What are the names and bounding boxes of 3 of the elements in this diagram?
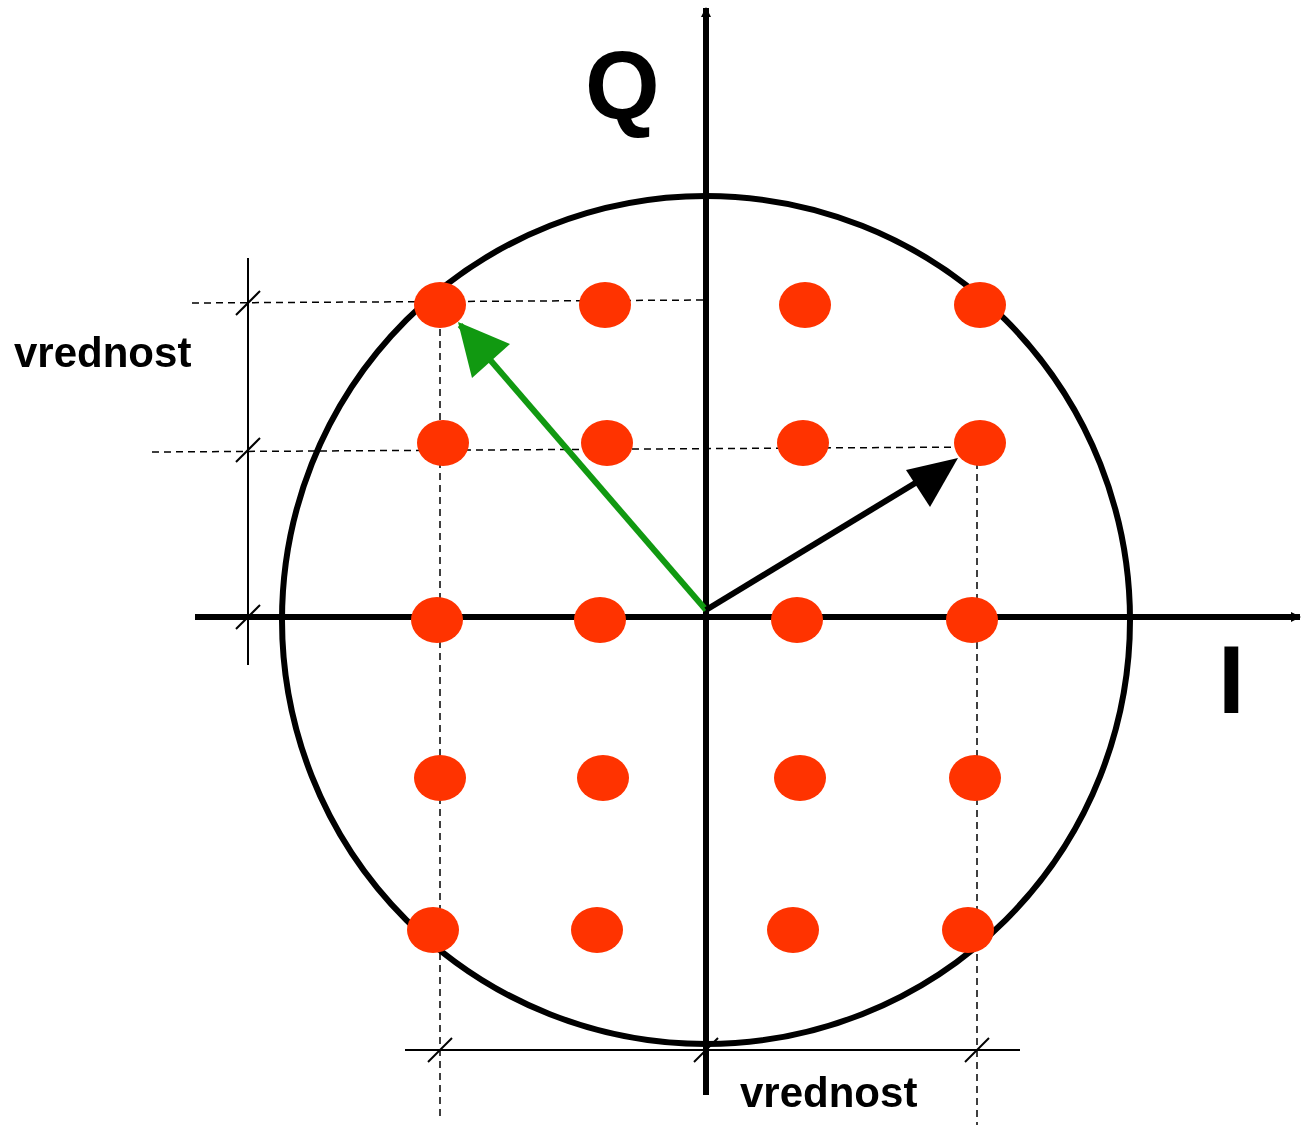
axis-value-label: vrednost xyxy=(740,1072,918,1114)
axis-label: I xyxy=(1218,632,1245,728)
axis-value-label: vrednost xyxy=(14,332,192,374)
